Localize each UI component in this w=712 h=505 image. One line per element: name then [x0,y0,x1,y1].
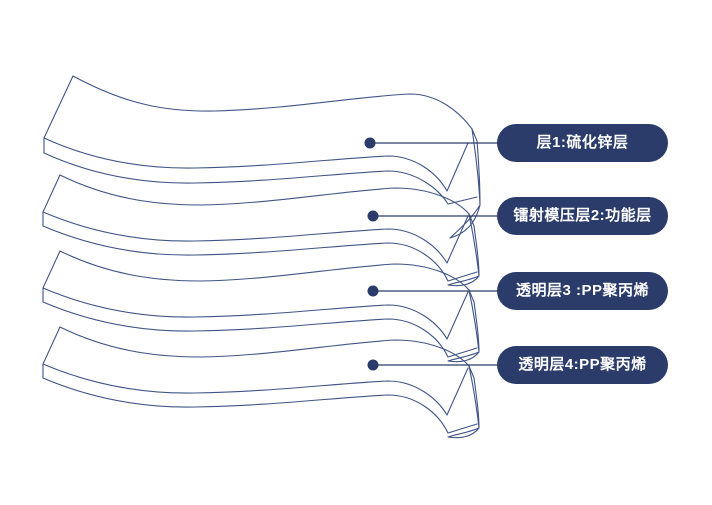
connector-dot-3 [367,285,379,297]
layer-label-text-4: 透明层4:PP聚丙烯 [518,356,647,373]
layer-label-text-3: 透明层3 :PP聚丙烯 [515,282,649,299]
layer-label-pill-2: 镭射模压层2:功能层 [497,197,668,235]
layer-sheet-2 [42,174,480,287]
layer-label-pill-3: 透明层3 :PP聚丙烯 [497,272,668,310]
layer-sheet-1 [43,75,481,239]
sheet-curl-tip [449,204,481,239]
layer-label-text-1: 层1:硫化锌层 [536,134,629,151]
layer-label-pill-4: 透明层4:PP聚丙烯 [497,346,668,384]
layer-label-text-2: 镭射模压层2:功能层 [513,207,652,224]
sheet-front-edge [42,211,469,264]
sheet-fold-edge [468,213,480,277]
sheet-fold-edge [471,128,481,206]
connectors [364,137,500,371]
sheet-front-edge [43,137,469,192]
sheet-thickness-band [42,225,478,282]
layer-label-pill-1: 层1:硫化锌层 [497,124,668,162]
connector-dot-4 [367,359,379,371]
sheet-left-edge [43,75,74,154]
sheet-top-edge [59,174,470,215]
connector-dot-2 [367,210,379,222]
sheet-thickness-band [43,152,478,205]
sheet-top-edge [72,75,473,130]
connector-dot-1 [364,137,376,149]
sheet-curl-tip [447,275,480,287]
layer-sheet-4 [42,326,480,439]
